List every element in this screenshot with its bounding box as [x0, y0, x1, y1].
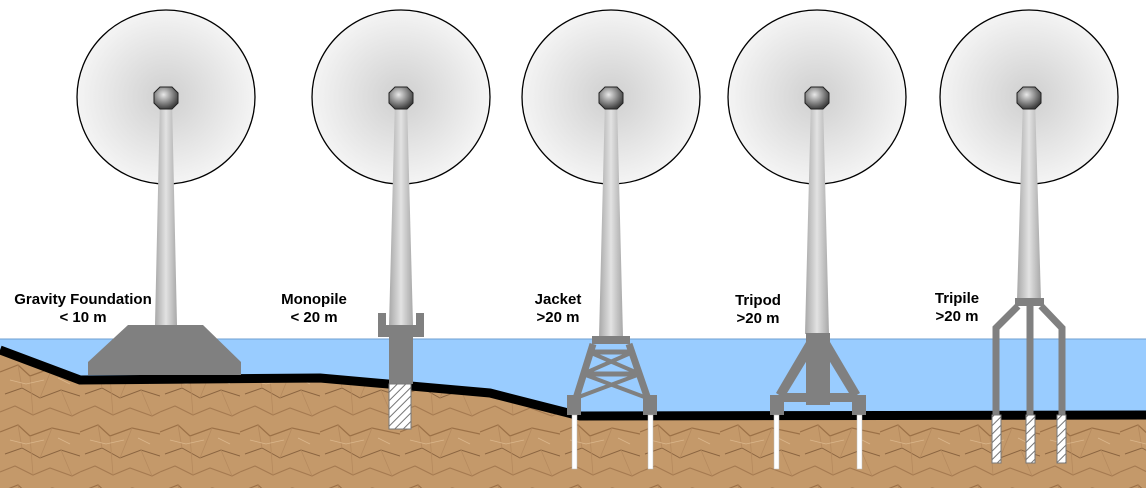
foundation-name: Monopile [281, 291, 347, 308]
hub-icon [153, 86, 179, 110]
foundation-depth: >20 m [736, 310, 780, 327]
label-jacket: Jacket >20 m [518, 291, 598, 327]
gravity-base [88, 325, 241, 375]
hub-icon [388, 86, 414, 110]
foundation-name: Gravity Foundation [14, 291, 152, 308]
jacket-piles [571, 414, 654, 470]
label-tripod: Tripod >20 m [718, 292, 798, 328]
tower [155, 100, 177, 325]
tripile-piles [991, 414, 1067, 464]
tripod-structure [770, 333, 866, 415]
tower [599, 100, 623, 337]
label-gravity-foundation: Gravity Foundation < 10 m [2, 291, 164, 327]
transition-piece [378, 313, 424, 337]
foundation-depth: >20 m [536, 309, 580, 326]
foundation-depth: < 10 m [59, 309, 107, 326]
turbine-jacket [521, 9, 701, 470]
turbine-tripod [727, 9, 907, 470]
turbine-tripile [939, 9, 1119, 464]
label-tripile: Tripile >20 m [917, 290, 997, 326]
monopile-embedded [388, 383, 412, 430]
tower [805, 100, 829, 334]
foundation-name: Tripile [934, 290, 980, 307]
foundation-name: Tripod [735, 292, 781, 309]
monopile-above-seabed [389, 337, 413, 384]
jacket-structure [567, 336, 657, 415]
tower [389, 100, 413, 325]
hub-icon [1016, 86, 1042, 110]
tripod-piles [773, 414, 863, 470]
turbine-monopile [311, 9, 491, 430]
foundation-depth: < 20 m [290, 309, 338, 326]
foundation-depth: >20 m [935, 308, 979, 325]
tower [1017, 100, 1041, 300]
hub-icon [804, 86, 830, 110]
foundation-name: Jacket [534, 291, 582, 308]
tripile-structure [992, 298, 1066, 415]
label-monopile: Monopile < 20 m [262, 291, 366, 327]
turbine-gravity-foundation [76, 9, 256, 375]
hub-icon [598, 86, 624, 110]
